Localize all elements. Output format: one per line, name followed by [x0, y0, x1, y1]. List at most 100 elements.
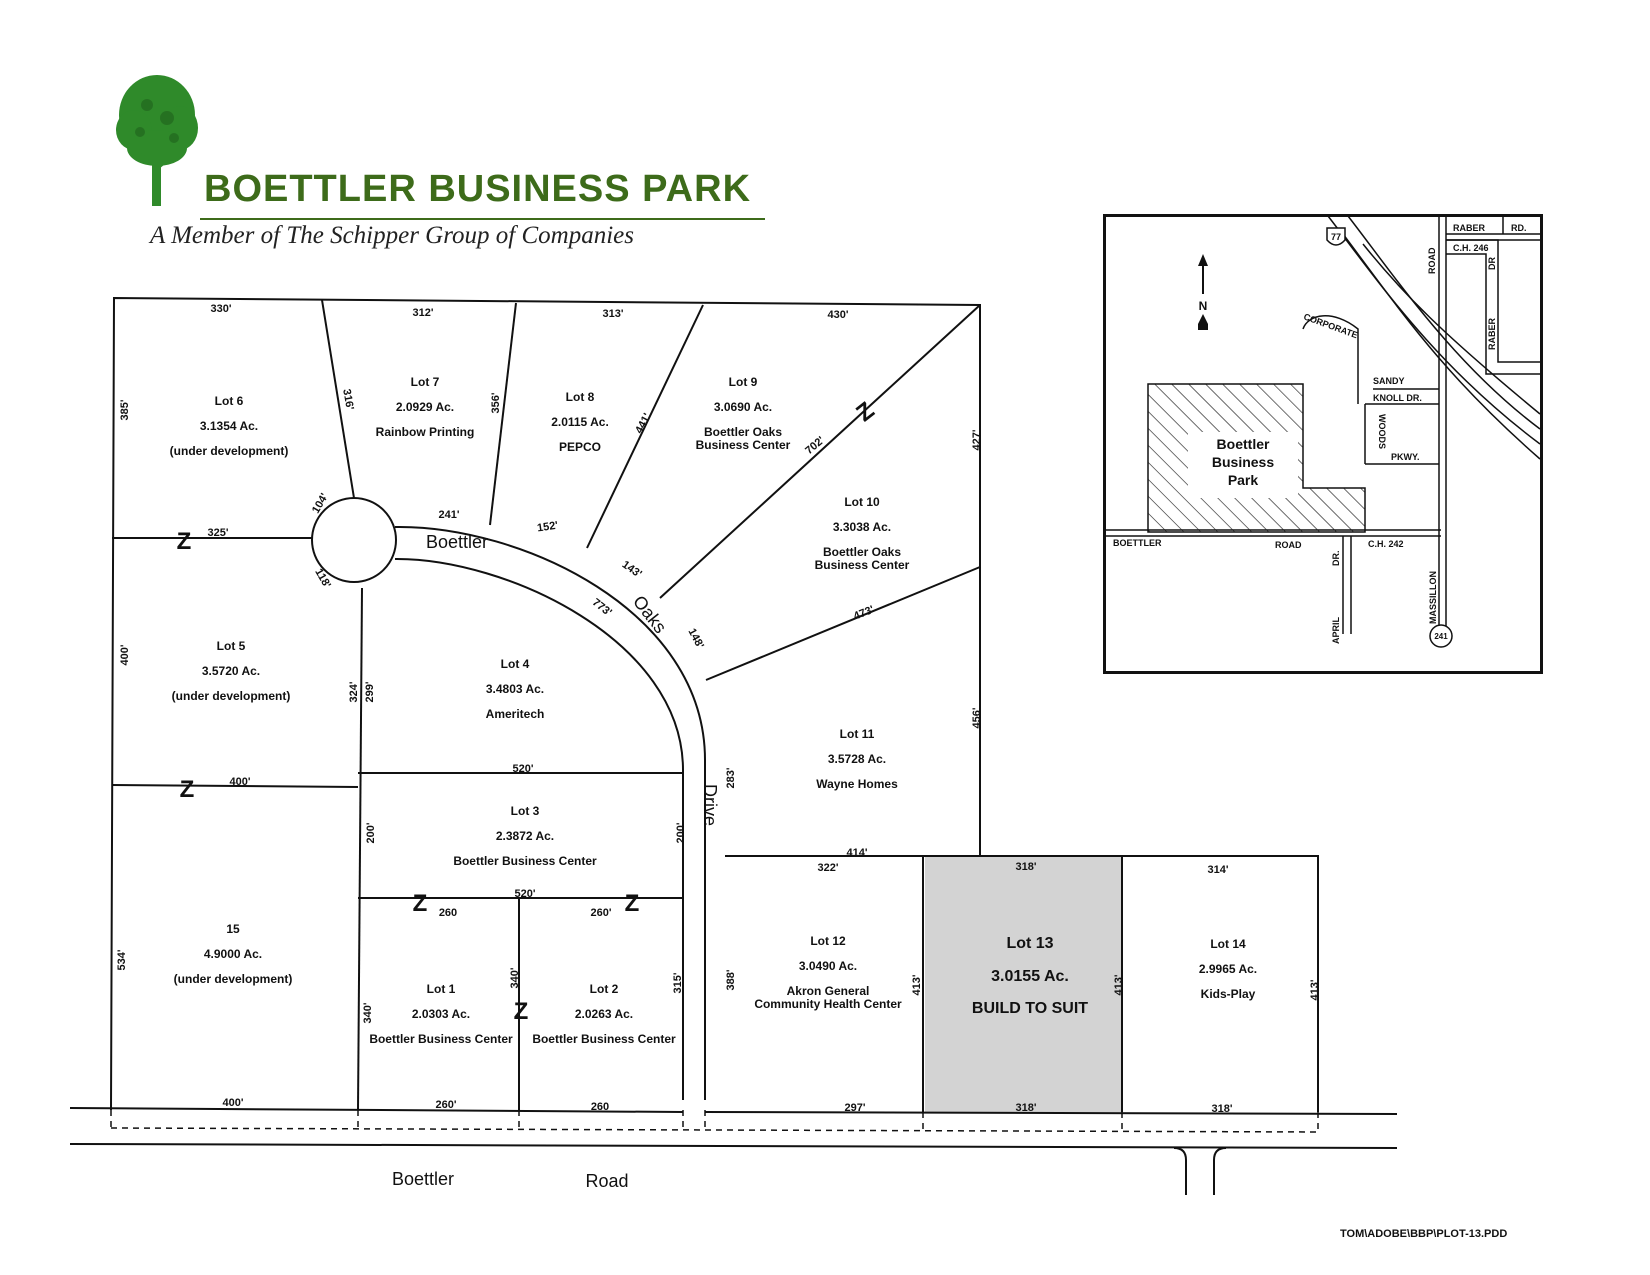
dim-388: 388' — [725, 969, 737, 990]
inset-woods: WOODS — [1377, 414, 1387, 449]
dim-340a: 340' — [362, 1002, 374, 1023]
dim-143: 143' — [620, 559, 644, 581]
dim-260c: 260' — [436, 1099, 457, 1111]
park-subtitle: A Member of The Schipper Group of Compan… — [150, 222, 634, 249]
lot4-name: Lot 4 — [501, 657, 530, 671]
lot13-acres: 3.0155 Ac. — [991, 968, 1069, 985]
dim-356: 356' — [490, 392, 502, 413]
dim-316: 316' — [340, 388, 356, 411]
lot1-tenant: Boettler Business Center — [369, 1032, 513, 1046]
inset-ch242: C.H. 242 — [1368, 539, 1404, 549]
dim-118: 118' — [312, 567, 333, 591]
lot10-tenant-1: Boettler Oaks — [823, 545, 901, 559]
dim-413c: 413' — [1309, 979, 1321, 1000]
dim-260d: 260 — [591, 1101, 609, 1113]
zone-mark-1: Z — [177, 528, 192, 555]
lot12-label[interactable]: Lot 12 3.0490 Ac. Akron General Communit… — [754, 934, 902, 1011]
dim-313: 313' — [603, 308, 624, 320]
lot10-name: Lot 10 — [844, 495, 880, 509]
lot1-acres: 2.0303 Ac. — [412, 1007, 470, 1021]
dim-385: 385' — [119, 399, 131, 420]
lot7-acres: 2.0929 Ac. — [396, 400, 454, 414]
lot4-label[interactable]: Lot 4 3.4803 Ac. Ameritech — [486, 657, 545, 721]
lot10-label[interactable]: Lot 10 3.3038 Ac. Boettler Oaks Business… — [815, 495, 910, 572]
dim-318b: 318' — [1016, 1102, 1037, 1114]
inset-site-line3: Park — [1228, 472, 1259, 488]
dim-773: 773' — [590, 596, 614, 619]
lot15-acres: 4.9000 Ac. — [204, 947, 262, 961]
road-road: Road — [585, 1171, 628, 1191]
street-oaks: Oaks — [629, 592, 671, 637]
lot13-highlight[interactable] — [925, 856, 1123, 1112]
lot11-acres: 3.5728 Ac. — [828, 752, 886, 766]
inset-rd: RD. — [1511, 223, 1527, 233]
north-arrow-icon: N — [1198, 254, 1208, 330]
dim-413a: 413' — [911, 974, 923, 995]
lot12-acres: 3.0490 Ac. — [799, 959, 857, 973]
street-inner-edge — [394, 557, 684, 1100]
route-241-shield-icon: 241 — [1429, 624, 1453, 648]
boundary-east — [725, 855, 1319, 1112]
inset-ch246: C.H. 246 — [1453, 243, 1489, 253]
dim-413b: 413' — [1113, 974, 1125, 995]
dim-318c: 318' — [1212, 1103, 1233, 1115]
dim-324: 324' — [348, 681, 360, 702]
lot3-label[interactable]: Lot 3 2.3872 Ac. Boettler Business Cente… — [453, 804, 597, 868]
dim-325: 325' — [208, 527, 229, 539]
dim-702: 702' — [803, 434, 827, 457]
lot2-label[interactable]: Lot 2 2.0263 Ac. Boettler Business Cente… — [532, 982, 676, 1046]
lot9-label[interactable]: Lot 9 3.0690 Ac. Boettler Oaks Business … — [696, 375, 791, 452]
inset-road: ROAD — [1275, 540, 1302, 550]
lot1-name: Lot 1 — [427, 982, 456, 996]
dim-340b: 340' — [509, 967, 521, 988]
lot9-tenant-1: Boettler Oaks — [704, 425, 782, 439]
dim-299: 299' — [364, 681, 376, 702]
inset-boettler: BOETTLER — [1113, 538, 1162, 548]
dim-314: 314' — [1208, 864, 1229, 876]
dim-318a: 318' — [1016, 861, 1037, 873]
inset-pkwy: PKWY. — [1391, 452, 1420, 462]
zone-mark-2: Z — [180, 776, 195, 803]
dim-312: 312' — [413, 307, 434, 319]
dim-400b: 400' — [230, 776, 251, 788]
dim-148: 148' — [685, 627, 706, 651]
lot6-label[interactable]: Lot 6 3.1354 Ac. (under development) — [170, 394, 289, 458]
lot14-tenant: Kids-Play — [1201, 987, 1256, 1001]
inset-knoll: KNOLL DR. — [1373, 393, 1422, 403]
lot6-acres: 3.1354 Ac. — [200, 419, 258, 433]
lot10-tenant-2: Business Center — [815, 558, 910, 572]
route-label: 241 — [1434, 632, 1448, 641]
inset-raber-v: RABER — [1487, 317, 1497, 350]
inset-road-v: ROAD — [1427, 247, 1437, 274]
lot15-label[interactable]: 15 4.9000 Ac. (under development) — [174, 922, 293, 986]
street-boettler: Boettler — [426, 532, 488, 552]
inset-location-map: N 77 241 Boettler Business Park RABER RD… — [1103, 214, 1543, 674]
lot11-name: Lot 11 — [840, 727, 875, 741]
lot6-status: (under development) — [170, 444, 289, 458]
lot13-label[interactable]: Lot 13 3.0155 Ac. BUILD TO SUIT — [972, 935, 1088, 1017]
dim-200a: 200' — [365, 822, 377, 843]
dim-322: 322' — [818, 862, 839, 874]
lot11-label[interactable]: Lot 11 3.5728 Ac. Wayne Homes — [816, 727, 898, 791]
lot5-label[interactable]: Lot 5 3.5720 Ac. (under development) — [172, 639, 291, 703]
dim-473: 473' — [852, 604, 876, 623]
logo-tree — [116, 75, 198, 206]
street-outer-edge — [394, 525, 706, 1100]
lot8-acres: 2.0115 Ac. — [551, 415, 609, 429]
street-drive: Drive — [700, 784, 720, 826]
inset-raber-rd: RABER — [1453, 223, 1486, 233]
lot14-label[interactable]: Lot 14 2.9965 Ac. Kids-Play — [1199, 937, 1257, 1001]
lot3-name: Lot 3 — [511, 804, 540, 818]
lot6-name: Lot 6 — [215, 394, 244, 408]
lot13-name: Lot 13 — [1006, 935, 1053, 952]
dim-520b: 520' — [515, 888, 536, 900]
dim-260b: 260' — [591, 907, 612, 919]
dim-456: 456' — [971, 707, 983, 728]
dim-200b: 200' — [675, 822, 687, 843]
lot8-label[interactable]: Lot 8 2.0115 Ac. PEPCO — [551, 390, 609, 454]
lot1-label[interactable]: Lot 1 2.0303 Ac. Boettler Business Cente… — [369, 982, 513, 1046]
lot2-name: Lot 2 — [590, 982, 619, 996]
lot5-acres: 3.5720 Ac. — [202, 664, 260, 678]
lot7-label[interactable]: Lot 7 2.0929 Ac. Rainbow Printing — [376, 375, 475, 439]
inset-site-line1: Boettler — [1217, 436, 1270, 452]
